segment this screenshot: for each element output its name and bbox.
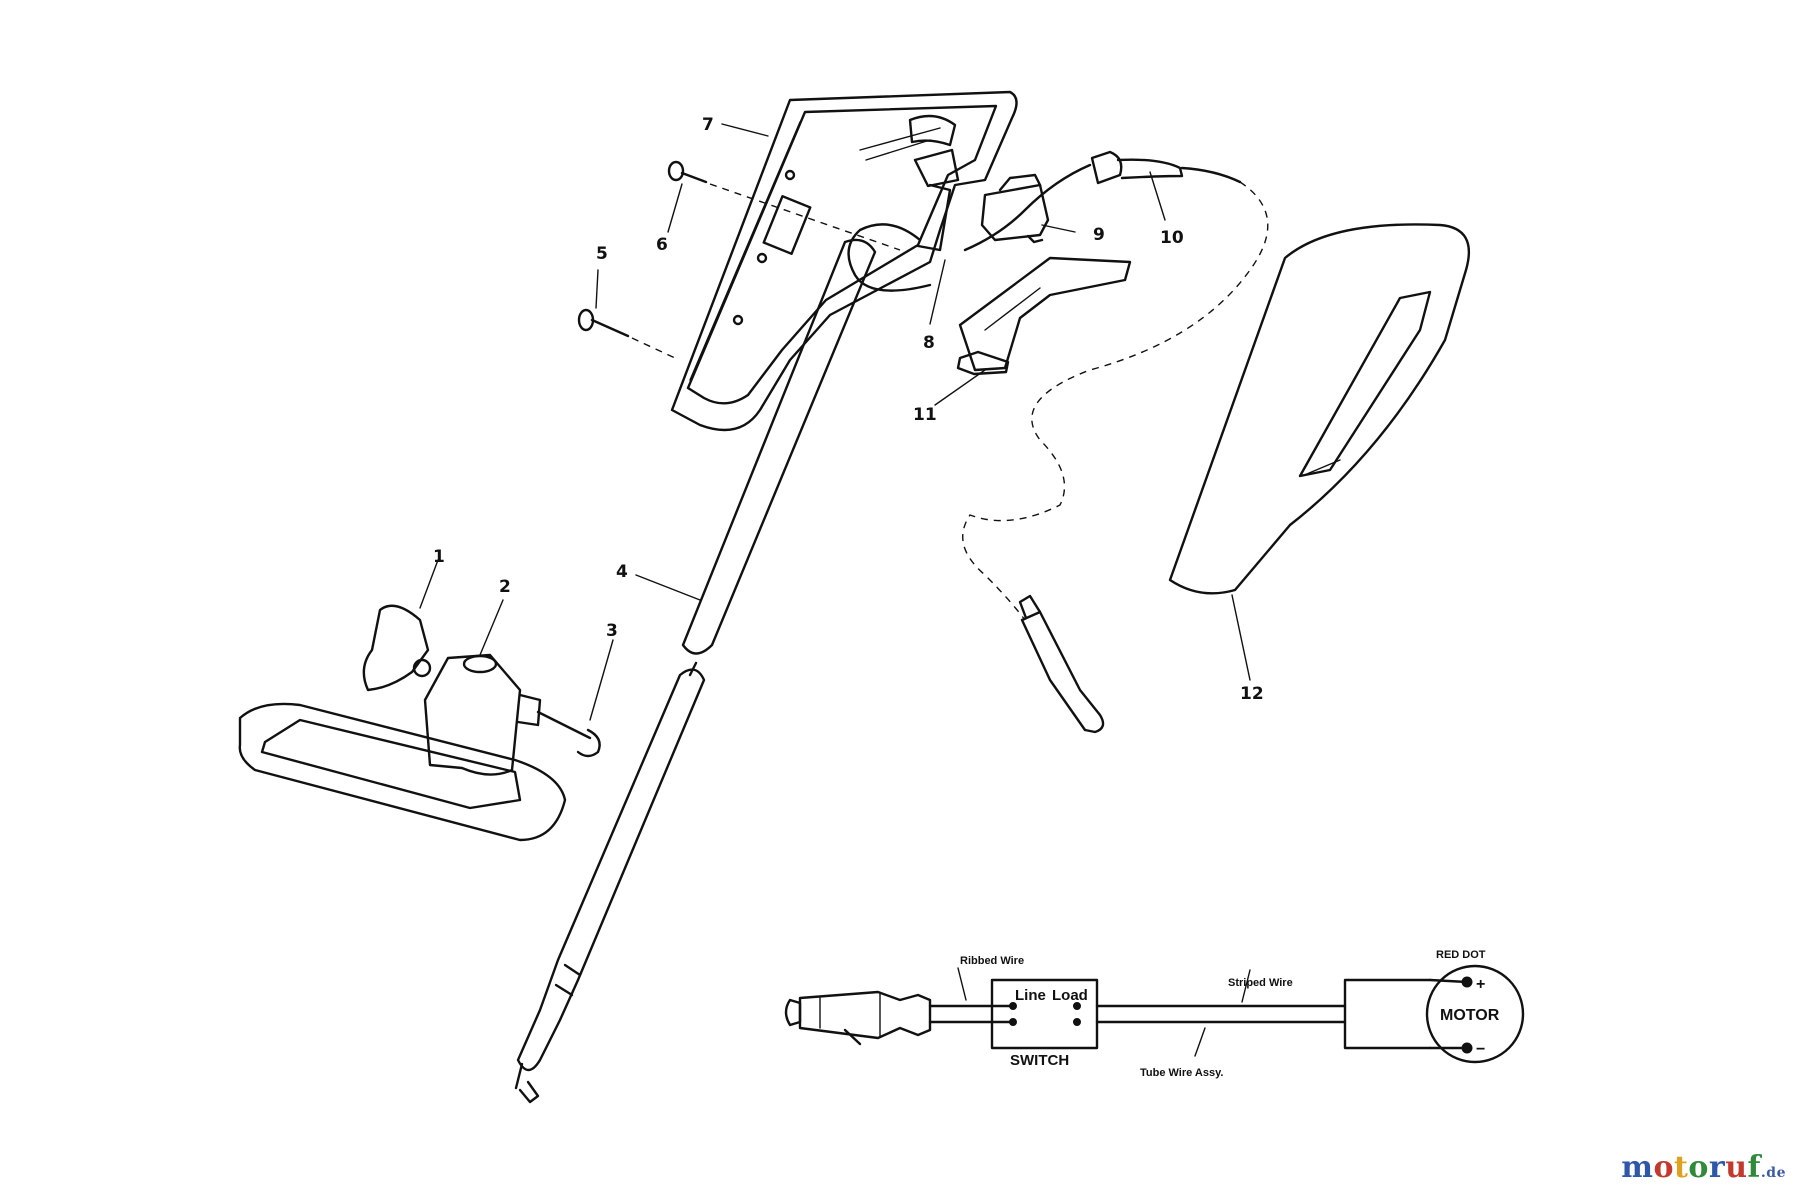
trigger-part	[956, 256, 1132, 376]
striped-wire-label: Striped Wire	[1228, 977, 1293, 989]
watermark-suffix: .de	[1760, 1165, 1786, 1181]
callout-5: 5	[596, 244, 608, 264]
callout-1: 1	[433, 547, 445, 567]
watermark-letter: r	[1708, 1150, 1726, 1185]
callout-numbers: 1 2 3 4 5 6 7 8 9 10 11 12	[433, 115, 1264, 704]
shaft-tube-part	[514, 238, 877, 1104]
switch-label: SWITCH	[1010, 1052, 1069, 1069]
callout-8: 8	[923, 333, 935, 353]
power-cord-part	[847, 150, 1269, 734]
switch-box	[990, 978, 1099, 1050]
watermark-letter: t	[1674, 1150, 1689, 1185]
callout-6: 6	[656, 235, 668, 255]
callout-7: 7	[702, 115, 714, 135]
screw-part-5	[577, 308, 676, 359]
red-dot-label: RED DOT	[1436, 949, 1486, 961]
wiring-schematic: Ribbed Wire Line Load SWITCH Striped Wir…	[784, 949, 1525, 1079]
watermark-text: motoruf	[1621, 1150, 1761, 1185]
switch-line-label: Line	[1015, 987, 1046, 1004]
callout-2: 2	[499, 577, 511, 597]
motor-label: MOTOR	[1440, 1007, 1500, 1024]
plug-icon	[784, 990, 932, 1046]
switch-part	[980, 173, 1050, 244]
ribbed-wire-label: Ribbed Wire	[960, 955, 1024, 967]
motor-plus-label: +	[1476, 976, 1485, 993]
guard-cover-part	[1168, 223, 1471, 595]
watermark-letter: u	[1725, 1150, 1748, 1185]
switch-load-label: Load	[1052, 987, 1088, 1004]
watermark-letter: f	[1747, 1150, 1761, 1185]
callout-11: 11	[913, 405, 937, 425]
callout-leaders	[419, 123, 1251, 721]
watermark-letter: m	[1621, 1150, 1654, 1185]
callout-10: 10	[1160, 228, 1184, 248]
callout-12: 12	[1240, 684, 1264, 704]
callout-3: 3	[606, 621, 618, 641]
watermark-logo: motoruf.de	[1621, 1150, 1786, 1185]
watermark-letter: o	[1653, 1150, 1675, 1185]
motor-symbol	[1425, 964, 1525, 1064]
auxiliary-handle-part	[238, 604, 601, 842]
callout-9: 9	[1093, 225, 1105, 245]
callout-4: 4	[616, 562, 628, 582]
tube-wire-label: Tube Wire Assy.	[1140, 1067, 1223, 1079]
motor-minus-label: −	[1476, 1041, 1485, 1058]
handle-housing-part	[670, 90, 1018, 432]
watermark-letter: o	[1688, 1150, 1709, 1185]
screw-part-6	[667, 160, 901, 251]
